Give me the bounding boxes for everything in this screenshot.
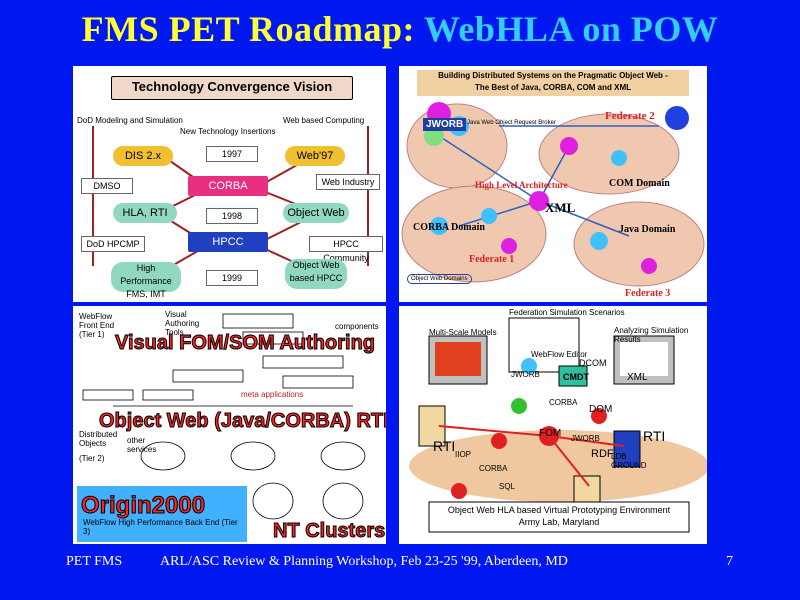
tr-fed3: Federate 3 [625, 288, 671, 299]
federation-diagram [401, 102, 705, 287]
tr-hla: High Level Architecture [475, 180, 568, 190]
tl-hpcc: HPCC [188, 232, 268, 252]
tr-jworb-note: Java Web Object Request Broker [467, 120, 556, 126]
br-rti: RTI [433, 438, 456, 454]
tr-fed2: Federate 2 [605, 110, 655, 122]
bl-other: other services [127, 436, 157, 454]
bl-webflow: WebFlow Front End (Tier 1) [79, 312, 115, 339]
tl-objweb: Object Web [283, 203, 349, 223]
bl-fom-label: Visual FOM/SOM Authoring [115, 332, 376, 355]
bl-meta: meta applications [241, 390, 304, 399]
tl-label-web: Web based Computing [283, 116, 365, 125]
tr-jworb: JWORB [423, 118, 467, 131]
tl-1997: 1997 [206, 146, 258, 162]
tl-web97: Web'97 [285, 146, 345, 166]
title-part1: FMS PET Roadmap: [81, 9, 424, 49]
pragmatic-object-web-panel: Building Distributed Systems on the Prag… [399, 66, 707, 302]
br-bottom-line2: Army Lab, Maryland [518, 517, 600, 527]
br-iiop: IIOP [455, 450, 472, 459]
footer-left: PET FMS [66, 554, 123, 569]
br-bottom-line1: Object Web HLA based Virtual Prototyping… [447, 505, 671, 515]
br-analyzing: Analyzing Simulation Results [614, 326, 689, 344]
tl-webind: Web Industry [316, 174, 380, 190]
prototyping-diagram [409, 317, 707, 533]
tl-hla: HLA, RTI [113, 203, 177, 223]
bl-objweb-label: Object Web (Java/CORBA) RTI [99, 410, 386, 433]
br-xml: XML [627, 372, 648, 383]
title-part2: WebHLA on POW [423, 9, 719, 49]
tl-objwebhpcc: Object Web based HPCC [285, 259, 347, 289]
tl-corba: CORBA [188, 176, 268, 196]
br-dcom: DCOM [579, 358, 607, 368]
tl-label-dod: DoD Modeling and Simulation [77, 116, 183, 125]
bl-origin-label: Origin2000 [80, 492, 206, 520]
slide-title: FMS PET Roadmap: WebHLA on POW [0, 8, 800, 50]
bl-nt-label: NT Clusters [272, 520, 386, 543]
bl-hpbe: WebFlow High Performance Back End (Tier … [83, 518, 238, 536]
br-corba2: CORBA [479, 464, 508, 473]
br-dom: DOM [589, 404, 613, 415]
br-corba: CORBA [549, 398, 578, 407]
br-bottom-caption: Object Web HLA based Virtual Prototyping… [429, 504, 689, 528]
bl-tier2: (Tier 2) [79, 454, 105, 463]
tl-dodhpcmp: DoD HPCMP [81, 236, 145, 252]
tr-java: Java Domain [619, 224, 676, 235]
tl-label-new: New Technology Insertions [180, 127, 276, 136]
tr-com: COM Domain [609, 178, 670, 189]
tl-dmso: DMSO [81, 178, 133, 194]
tr-objdomains: Object Web Domains [407, 274, 472, 284]
technology-convergence-panel: Technology Convergence Vision DoD Modeli… [73, 66, 386, 302]
br-sql: SQL [499, 482, 516, 491]
br-cmdt: CMDT [563, 372, 589, 382]
tr-xml: XML [545, 200, 576, 215]
br-rti2: RTI [643, 428, 666, 444]
br-ntd: LDB GROUND [611, 452, 647, 470]
tl-hpccom: HPCC Community [309, 236, 383, 263]
tr-corba: CORBA Domain [413, 222, 485, 233]
tr-header-line2: The Best of Java, CORBA, COM and XML [474, 83, 632, 92]
br-fom: FOM [539, 428, 562, 439]
tr-header-line1: Building Distributed Systems on the Prag… [438, 71, 668, 80]
bl-components: components [335, 322, 379, 331]
footer-center: ARL/ASC Review & Planning Workshop, Feb … [160, 554, 568, 569]
tl-hpf: High Performance FMS, IMT [111, 262, 181, 299]
webflow-tiers-panel: WebFlow Front End (Tier 1) Visual Author… [73, 306, 386, 544]
tl-dis: DIS 2.x [113, 146, 173, 166]
tl-header: Technology Convergence Vision [111, 76, 353, 100]
tiers-diagram [77, 313, 366, 542]
br-webflow: WebFlow Editor [531, 350, 588, 359]
footer-page-number: 7 [726, 554, 733, 569]
tr-fed1: Federate 1 [469, 254, 515, 265]
virtual-prototyping-panel: Federation Simulation Scenarios Multi-Sc… [399, 306, 707, 544]
tl-1998: 1998 [206, 208, 258, 224]
tr-header: Building Distributed Systems on the Prag… [417, 70, 689, 96]
bl-visual: Visual Authoring Tools [165, 310, 200, 337]
bl-distributed: Distributed Objects [79, 430, 118, 448]
br-rdf: RDF [591, 448, 614, 460]
br-jworb2: JWORB [571, 434, 600, 443]
tl-1999: 1999 [206, 270, 258, 286]
br-fedsim: Federation Simulation Scenarios [509, 308, 625, 317]
br-jworb: JWORB [511, 370, 540, 379]
br-models: Multi-Scale Models [429, 328, 497, 337]
